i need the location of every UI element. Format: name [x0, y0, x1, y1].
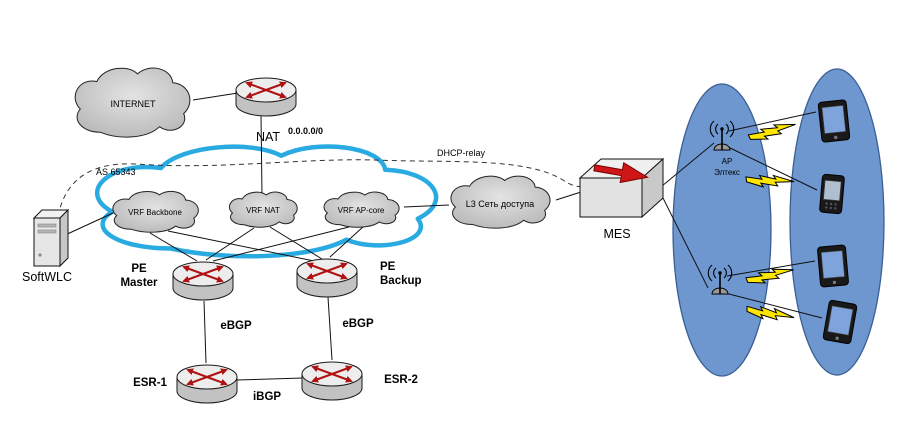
link-ap1-phone	[727, 146, 818, 191]
link-backbone-pebackup	[167, 230, 315, 262]
ibgp-label: iBGP	[253, 391, 281, 403]
link-ap1-tablet1	[728, 111, 817, 132]
link-internet-nat	[192, 92, 239, 101]
link-vrfnat-pebackup	[269, 226, 323, 260]
pe-backup-label-2: Backup	[380, 275, 422, 287]
dhcp-relay-link	[57, 159, 591, 217]
mes-arrow-icon	[593, 162, 649, 184]
ebgp-right-label: eBGP	[342, 318, 374, 330]
clients-zone-ellipse	[789, 68, 885, 376]
link-apcore-pebackup	[329, 225, 365, 258]
softwlc-label: SoftWLC	[22, 270, 72, 284]
esr1-label: ESR-1	[133, 377, 167, 389]
default-route-label: 0.0.0.0/0	[288, 126, 323, 136]
ap-label-2: Элтекс	[714, 168, 740, 177]
mes-switch	[578, 157, 665, 219]
link-mes-ap1	[661, 142, 715, 187]
internet-label: INTERNET	[111, 99, 157, 109]
pe-backup-router-icon	[297, 259, 357, 297]
wireless-links	[661, 111, 823, 319]
as-number-label: AS 65343	[96, 167, 136, 177]
vrf-backbone-label: VRF Backbone	[128, 208, 182, 217]
l3-access-label: L3 Сеть доступа	[466, 199, 534, 209]
link-vrfnat-pemaster	[205, 227, 255, 261]
client-tablet-2	[816, 244, 850, 288]
link-mes-ap2	[661, 195, 709, 289]
nat-router-icon	[236, 78, 296, 116]
link-softwlc-backbone	[62, 212, 114, 237]
client-phone	[818, 173, 846, 215]
ap-label-1: АР	[722, 157, 733, 166]
esr2-label: ESR-2	[384, 374, 418, 386]
link-nat-vrfnat	[260, 113, 263, 197]
link-apcore-pemaster	[212, 226, 350, 262]
pe-backup-label-1: PE	[380, 261, 396, 273]
link-l3-mes	[555, 191, 582, 201]
mes-label: MES	[603, 227, 630, 241]
link-apcore-l3	[403, 204, 450, 208]
vrf-ap-core-label: VRF AP-core	[338, 206, 385, 215]
link-esr1-esr2	[236, 377, 304, 381]
ebgp-left-label: eBGP	[220, 320, 252, 332]
links	[62, 92, 582, 381]
dhcp-relay-label: DHCP-relay	[437, 148, 486, 158]
esr1-router-icon	[177, 365, 237, 403]
pe-master-label-2: Master	[120, 277, 158, 289]
link-pemaster-esr1	[203, 300, 207, 364]
link-backbone-pemaster	[149, 232, 198, 262]
softwlc-server	[32, 208, 70, 268]
link-ap2-tablet3	[724, 292, 823, 319]
client-tablet-1	[817, 99, 851, 143]
pe-master-router-icon	[173, 262, 233, 300]
pe-master-label-1: PE	[131, 263, 147, 275]
vrf-nat-label: VRF NAT	[246, 206, 280, 215]
nat-label: NAT	[256, 130, 280, 144]
link-ap2-tablet2	[726, 260, 816, 277]
link-pebackup-esr2	[327, 296, 333, 361]
esr2-router-icon	[302, 362, 362, 400]
